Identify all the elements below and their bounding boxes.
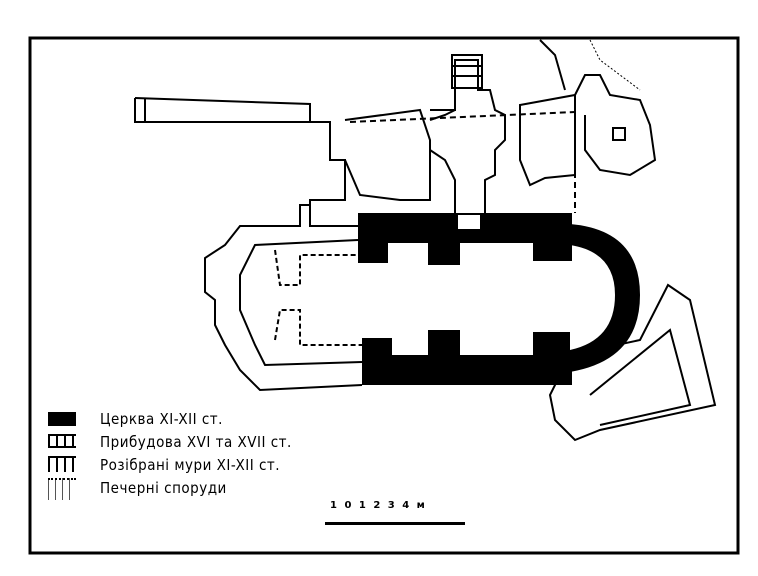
- north-steps: [451, 54, 483, 89]
- legend-swatch-church: [48, 412, 76, 426]
- southeast-annex-outline: [548, 283, 717, 442]
- razed-wall-line: [349, 111, 576, 123]
- north-doorway: [458, 215, 480, 229]
- frame-border: [28, 36, 740, 555]
- church-walls: [358, 213, 640, 385]
- scale-bar: [325, 522, 465, 525]
- scale-label: 1 0 1 2 3 4 м: [330, 500, 425, 511]
- southeast-annex-inner: [589, 328, 692, 426]
- legend-label-church: Церква XI-XII ст.: [100, 410, 223, 428]
- legend-label-razed: Розібрані мури XI-XII ст.: [100, 456, 281, 474]
- cave-passage: [589, 39, 641, 91]
- west-narthex-inner: [239, 239, 363, 367]
- northeast-cave-annex: [539, 39, 657, 177]
- north-gallery-lower-outline: [134, 98, 310, 123]
- cave-chamber: [612, 127, 626, 141]
- legend-swatch-addition: [48, 434, 76, 448]
- legend-label-addition: Прибудова XVI та XVII ст.: [100, 433, 292, 451]
- north-annex-west: [344, 108, 431, 201]
- legend-label-caves: Печерні споруди: [100, 479, 227, 497]
- north-gallery-outline: [134, 97, 346, 225]
- legend-swatch-caves: [48, 478, 76, 500]
- legend-swatch-razed: [48, 456, 76, 472]
- north-porch-outline: [429, 59, 506, 213]
- razed-west-walls: [274, 249, 362, 346]
- north-annex-east: [519, 93, 576, 187]
- west-narthex-outline: [204, 204, 363, 392]
